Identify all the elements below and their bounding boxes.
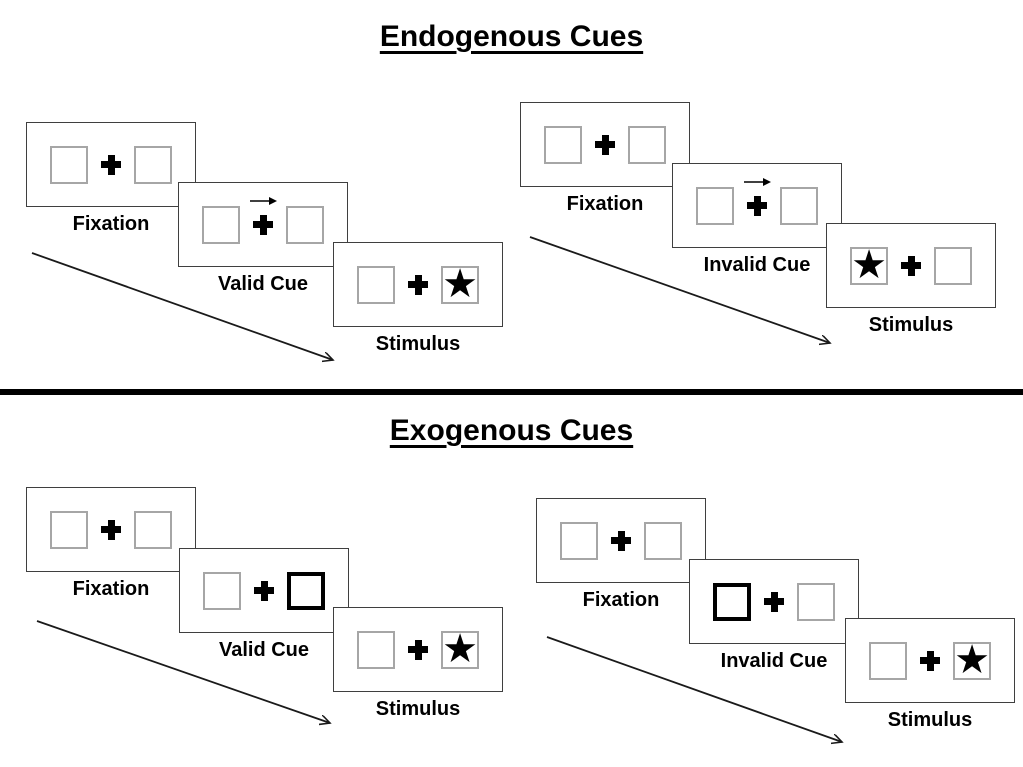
panel-label: Fixation <box>582 589 660 611</box>
stimulus-screen: ★ <box>333 242 503 327</box>
fixation-screen <box>26 487 196 572</box>
fixation-cross-icon <box>408 639 428 660</box>
panel-label: Fixation <box>566 193 644 215</box>
fixation-cross-icon <box>254 580 274 601</box>
panel-label: Invalid Cue <box>703 254 811 276</box>
left-placeholder-box <box>357 630 395 669</box>
fixation-cross-icon <box>747 195 767 216</box>
left-placeholder-box <box>869 641 907 680</box>
time-arrow-exogenous-invalid <box>546 636 842 742</box>
fixation-screen <box>536 498 706 583</box>
left-target-box: ★ <box>850 242 888 287</box>
panel-label: Valid Cue <box>218 639 310 661</box>
panel-label: Invalid Cue <box>720 650 828 672</box>
central-cue-arrow-right-icon <box>744 178 771 186</box>
star-target-icon: ★ <box>851 242 887 287</box>
left-placeholder-box <box>560 521 598 560</box>
fixation-cross-icon <box>920 650 940 671</box>
exo-invalid-cue-panel: Invalid Cue <box>689 559 859 673</box>
exo-invalid-fixation-panel: Fixation <box>536 498 706 612</box>
endogenous-section-title: Endogenous Cues <box>379 20 644 53</box>
left-placeholder-box <box>202 205 240 244</box>
exogenous-section-title: Exogenous Cues <box>389 414 634 447</box>
fixation-cross-icon <box>764 591 784 612</box>
star-target-icon: ★ <box>954 637 990 682</box>
right-placeholder-box <box>134 145 172 184</box>
central-cue-arrow-right-icon <box>250 197 277 205</box>
fixation-screen <box>520 102 690 187</box>
endo-valid-cue-panel: Valid Cue <box>178 182 348 296</box>
time-arrow-exogenous-valid <box>36 620 330 723</box>
right-placeholder-box <box>628 125 666 164</box>
left-highlighted-cue-box <box>713 582 751 621</box>
endo-invalid-fixation-panel: Fixation <box>520 102 690 216</box>
exo-invalid-stimulus-panel: ★ Stimulus <box>845 618 1015 732</box>
time-arrow-endogenous-valid <box>31 252 333 360</box>
right-placeholder-box <box>134 510 172 549</box>
endo-invalid-stimulus-panel: ★ Stimulus <box>826 223 996 337</box>
right-target-box: ★ <box>953 637 991 682</box>
panel-label: Stimulus <box>375 698 461 720</box>
fixation-screen <box>26 122 196 207</box>
left-placeholder-box <box>50 145 88 184</box>
fixation-cross-icon <box>101 519 121 540</box>
exo-valid-fixation-panel: Fixation <box>26 487 196 601</box>
exo-valid-stimulus-panel: ★ Stimulus <box>333 607 503 721</box>
right-target-box: ★ <box>441 261 479 306</box>
time-arrow-endogenous-invalid <box>529 236 830 343</box>
endo-valid-fixation-panel: Fixation <box>26 122 196 236</box>
star-target-icon: ★ <box>442 626 478 671</box>
fixation-cross-icon <box>595 134 615 155</box>
right-placeholder-box <box>780 186 818 225</box>
stimulus-screen: ★ <box>826 223 996 308</box>
cue-screen <box>672 163 842 248</box>
left-placeholder-box <box>203 571 241 610</box>
cue-screen <box>689 559 859 644</box>
fixation-cross-icon <box>101 154 121 175</box>
section-divider <box>0 389 1023 395</box>
right-placeholder-box <box>286 205 324 244</box>
left-placeholder-box <box>50 510 88 549</box>
right-placeholder-box <box>644 521 682 560</box>
cue-screen <box>178 182 348 267</box>
fixation-cross-icon <box>408 274 428 295</box>
panel-label: Stimulus <box>375 333 461 355</box>
fixation-cross-icon <box>901 255 921 276</box>
endo-invalid-cue-panel: Invalid Cue <box>672 163 842 277</box>
stimulus-screen: ★ <box>333 607 503 692</box>
endo-valid-stimulus-panel: ★ Stimulus <box>333 242 503 356</box>
cue-screen <box>179 548 349 633</box>
right-placeholder-box <box>934 246 972 285</box>
panel-label: Stimulus <box>887 709 973 731</box>
left-placeholder-box <box>357 265 395 304</box>
fixation-cross-icon <box>253 214 273 235</box>
star-target-icon: ★ <box>442 261 478 306</box>
right-placeholder-box <box>797 582 835 621</box>
panel-label: Fixation <box>72 578 150 600</box>
left-placeholder-box <box>696 186 734 225</box>
exo-valid-cue-panel: Valid Cue <box>179 548 349 662</box>
right-target-box: ★ <box>441 626 479 671</box>
right-highlighted-cue-box <box>287 571 325 610</box>
panel-label: Stimulus <box>868 314 954 336</box>
stimulus-screen: ★ <box>845 618 1015 703</box>
panel-label: Fixation <box>72 213 150 235</box>
panel-label: Valid Cue <box>217 273 309 295</box>
fixation-cross-icon <box>611 530 631 551</box>
left-placeholder-box <box>544 125 582 164</box>
